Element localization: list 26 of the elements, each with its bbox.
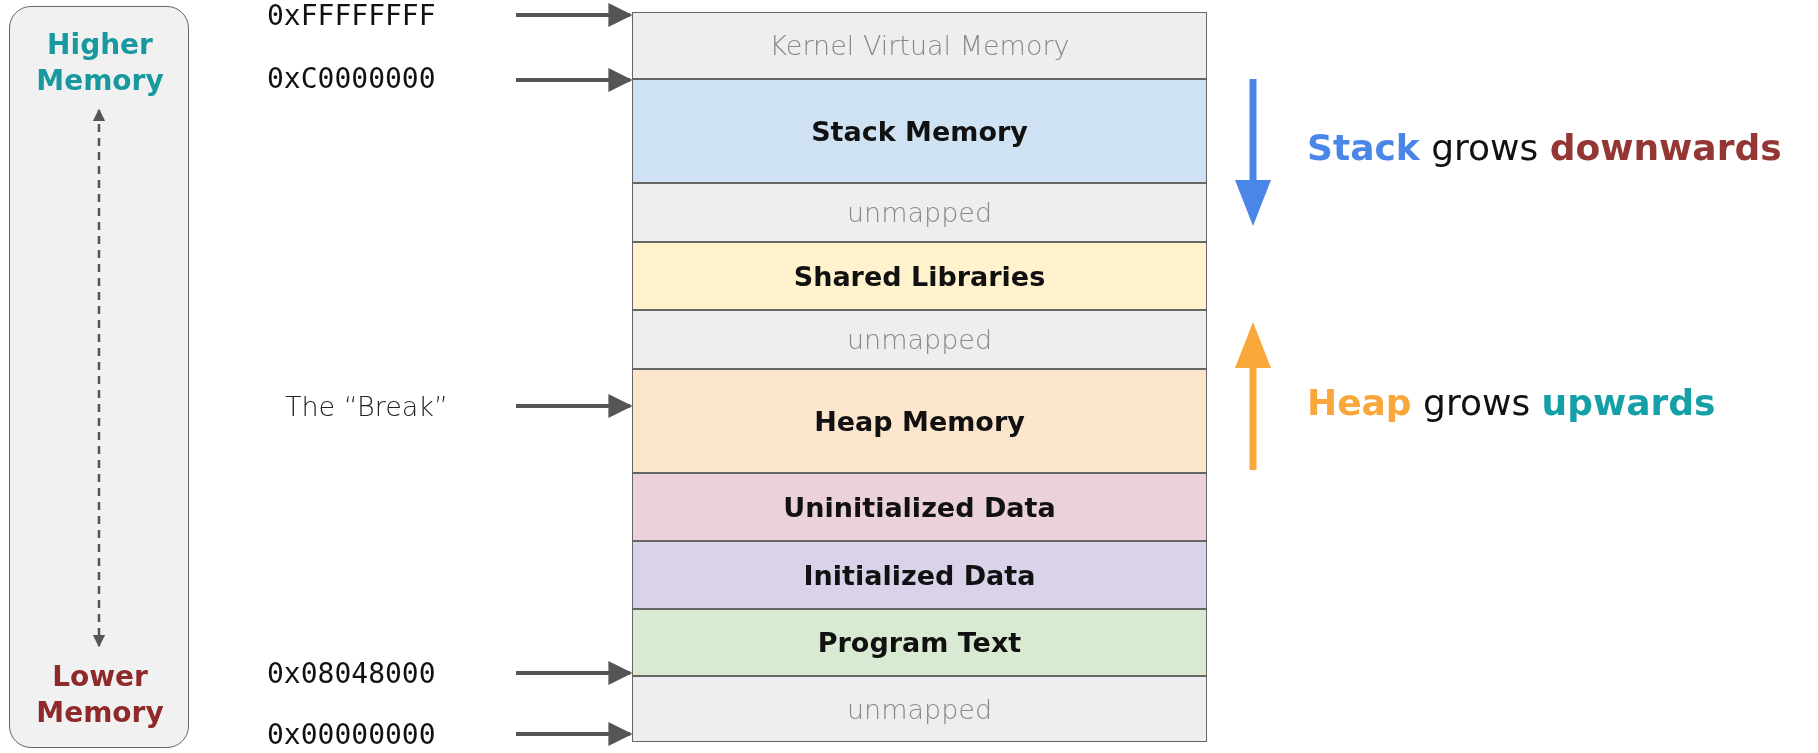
arrow (516, 394, 633, 418)
memory-segment: unmapped (632, 676, 1207, 742)
arrow (516, 3, 633, 27)
address-label: 0xFFFFFFFF (267, 0, 436, 34)
arrow (516, 722, 633, 746)
memory-segment: Initialized Data (632, 541, 1207, 609)
memory-segment: Shared Libraries (632, 242, 1207, 310)
memory-direction-label: Higher Memory (10, 23, 190, 103)
arrow (516, 661, 633, 685)
memory-segment: unmapped (632, 310, 1207, 369)
memory-segment: Stack Memory (632, 79, 1207, 183)
memory-segment: Uninitialized Data (632, 473, 1207, 541)
annotation-text: Stack grows downwards (1307, 127, 1782, 168)
break-label: The “Break” (285, 387, 448, 425)
memory-segment: unmapped (632, 183, 1207, 242)
side-panel (9, 6, 189, 748)
address-label: 0x08048000 (267, 654, 436, 692)
arrow (92, 108, 106, 648)
address-label: 0x00000000 (267, 715, 436, 753)
memory-segment: Program Text (632, 609, 1207, 676)
arrow (516, 68, 633, 92)
annotation-text: Heap grows upwards (1307, 382, 1716, 423)
memory-segment: Kernel Virtual Memory (632, 12, 1207, 79)
address-label: 0xC0000000 (267, 59, 436, 97)
memory-direction-label: Lower Memory (10, 655, 190, 735)
memory-segment: Heap Memory (632, 369, 1207, 473)
